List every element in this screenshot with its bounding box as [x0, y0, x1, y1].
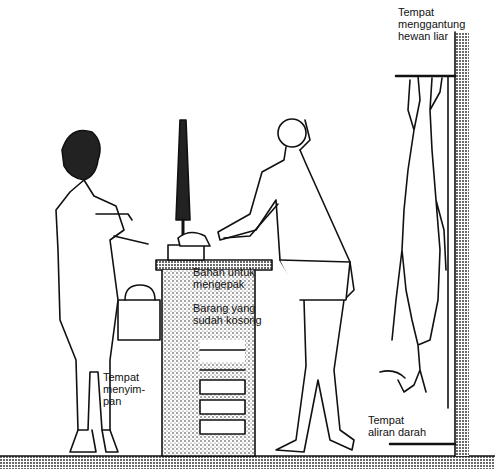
- annotation-label: Bahan untuk mengepak: [193, 266, 263, 290]
- annotation-label: Tempat menyim- pan: [103, 371, 151, 407]
- floor: [0, 456, 495, 469]
- wall: [455, 32, 469, 456]
- hanging-animal: [392, 76, 446, 392]
- annotation-label: Tempat menggantung hewan liar: [398, 6, 473, 42]
- annotation-label: Tempat aliran darah: [368, 414, 432, 438]
- annotation-label: Barang yang sudah kosong: [193, 302, 267, 326]
